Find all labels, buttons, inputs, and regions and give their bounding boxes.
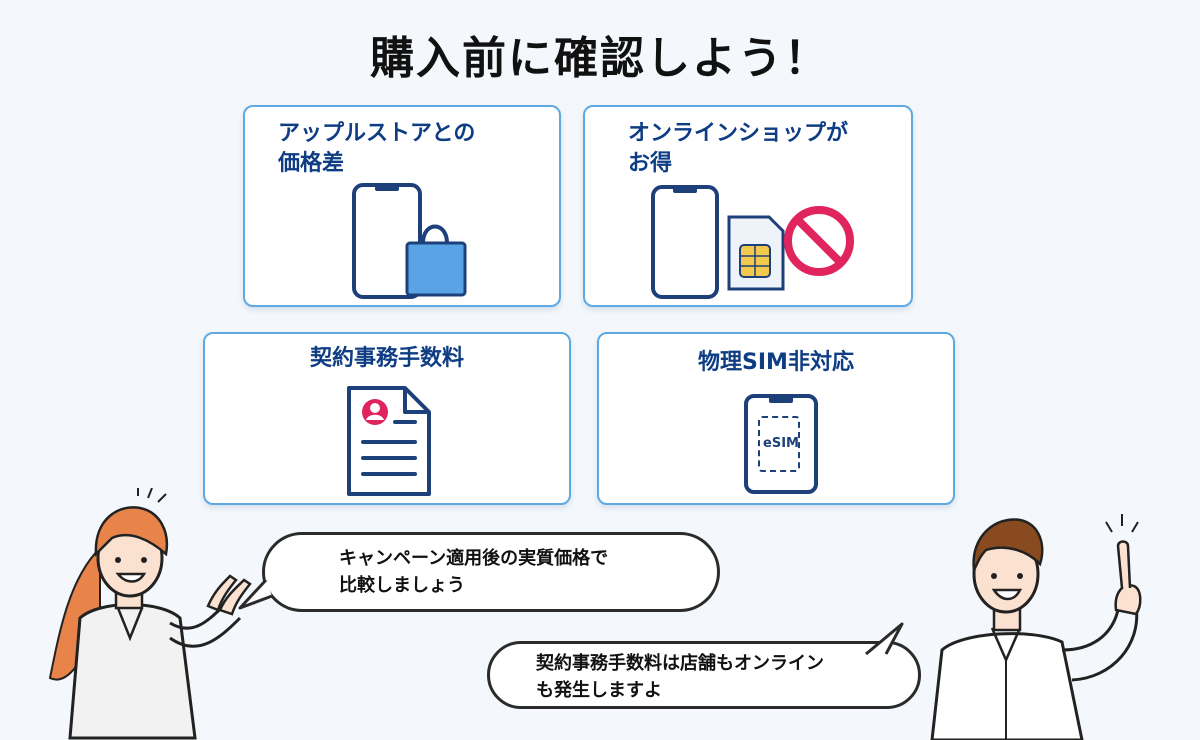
card-online-shop-line2: お得 xyxy=(628,151,673,176)
esim-phone-icon: eSIM xyxy=(744,394,818,494)
card-contract-fee-label: 契約事務手数料 xyxy=(309,346,464,371)
card-price-difference-label: アップルストアとの 価格差 xyxy=(278,119,475,179)
woman-character-illustration xyxy=(48,488,252,740)
document-user-icon xyxy=(347,386,431,496)
card-online-shop-line1: オンラインショップが xyxy=(628,121,849,146)
card-price-difference-line2: 価格差 xyxy=(278,151,345,176)
speech-bubble-woman-line2: 比較しましょう xyxy=(339,575,465,596)
speech-bubble-man-line1: 契約事務手数料は店舗もオンライン xyxy=(536,653,824,674)
card-contract-fee: 契約事務手数料 xyxy=(203,332,571,505)
card-price-difference-line1: アップルストアとの xyxy=(278,121,476,146)
speech-bubble-woman: キャンペーン適用後の実質価格で 比較しましょう xyxy=(262,532,720,612)
card-no-physical-sim-label: 物理SIM非対応 xyxy=(698,350,854,375)
card-online-shop: オンラインショップが お得 xyxy=(583,105,913,307)
card-online-shop-label: オンラインショップが お得 xyxy=(628,119,848,179)
speech-bubble-woman-tail xyxy=(238,578,273,610)
speech-bubble-woman-line1: キャンペーン適用後の実質価格で xyxy=(339,548,609,569)
man-character-illustration xyxy=(930,514,1142,740)
page-title: 購入前に確認しよう！ xyxy=(370,33,830,84)
esim-label: eSIM xyxy=(763,436,799,451)
speech-bubble-man-tail xyxy=(865,622,904,656)
phone-sim-prohibited-icon xyxy=(651,185,854,299)
card-no-physical-sim: 物理SIM非対応 eSIM xyxy=(597,332,955,505)
card-price-difference: アップルストアとの 価格差 xyxy=(243,105,561,307)
phone-shopping-bag-icon xyxy=(352,183,467,299)
speech-bubble-man: 契約事務手数料は店舗もオンライン も発生しますよ xyxy=(487,641,921,709)
speech-bubble-man-line2: も発生しますよ xyxy=(536,680,662,701)
